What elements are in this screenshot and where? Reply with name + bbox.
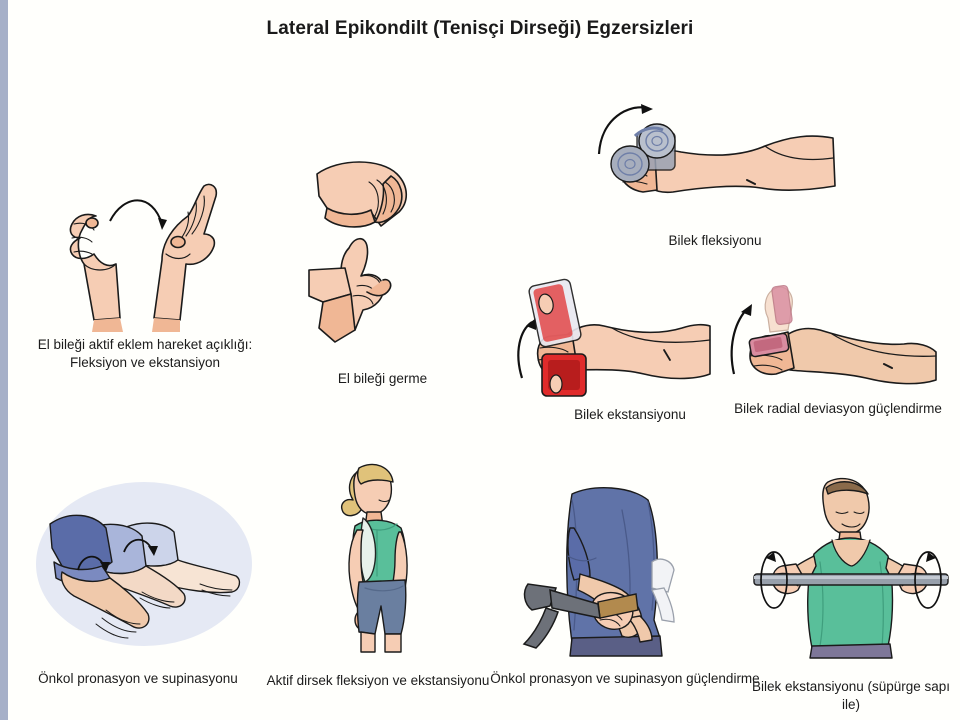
exercise-illustration-elbow-flex-ext [315,456,445,654]
exercise-illustration-wrist-ext-broomstick [752,470,950,659]
dumbbell-icon [610,123,676,183]
radial-deviation-artwork [730,284,937,385]
exercise-illustration-wrist-rom [28,168,256,333]
forearm-pron-sup-artwork [36,482,252,646]
page-title: Lateral Epikondilt (Tenisçi Dirseği) Egz… [266,18,694,39]
red-weight-icon [528,278,587,397]
motion-arrow-icon [109,199,163,225]
slide-edge-bar [0,0,8,720]
elbow-flex-ext-artwork [341,463,408,653]
pink-weight-icon [748,284,793,358]
motion-arrow-icon [730,309,747,375]
exercise-caption-pron-sup-strength: Önkol pronasyon ve supinasyon güçlendirm… [490,671,760,686]
hammer-icon [522,558,675,649]
exercise-caption-wrist-ext-broomstick: Bilek ekstansiyonu (süpürge sapı ile) [751,679,951,712]
broomstick-bar-icon [753,573,949,586]
exercise-caption-wrist-extension: Bilek ekstansiyonu [574,407,686,422]
pron-sup-strength-artwork [522,487,675,657]
exercise-illustration-wrist-flexion [585,96,840,231]
wrist-extension-artwork [517,278,711,397]
exercise-illustration-forearm-pron-sup [24,466,252,654]
exercise-caption-elbow-flex-ext: Aktif dirsek fleksiyon ve ekstansiyonu [266,673,490,688]
motion-arrow-icon [517,321,533,379]
exercise-caption-forearm-pron-sup: Önkol pronasyon ve supinasyonu [38,671,238,686]
wrist-ext-broomstick-artwork [753,477,949,659]
rotation-arrow-icon [760,551,942,609]
exercise-illustration-wrist-stretch [305,152,470,352]
exercise-illustration-pron-sup-strength [512,470,690,657]
exercise-caption-wrist-flexion: Bilek fleksiyonu [668,233,762,248]
wrist-stretch-artwork [308,161,408,343]
exercise-caption-radial-deviation: Bilek radial deviasyon güçlendirme [734,401,942,416]
exercise-illustration-radial-deviation [722,268,940,394]
exercise-illustration-wrist-extension [512,266,712,398]
exercise-caption-wrist-rom: El bileği aktif eklem hareket açıklığı: … [37,337,253,370]
exercise-caption-wrist-stretch: El bileği germe [337,371,428,386]
wrist-rom-artwork [69,183,218,332]
wrist-flexion-artwork [597,104,836,194]
rotation-arrow-icon [77,538,158,572]
